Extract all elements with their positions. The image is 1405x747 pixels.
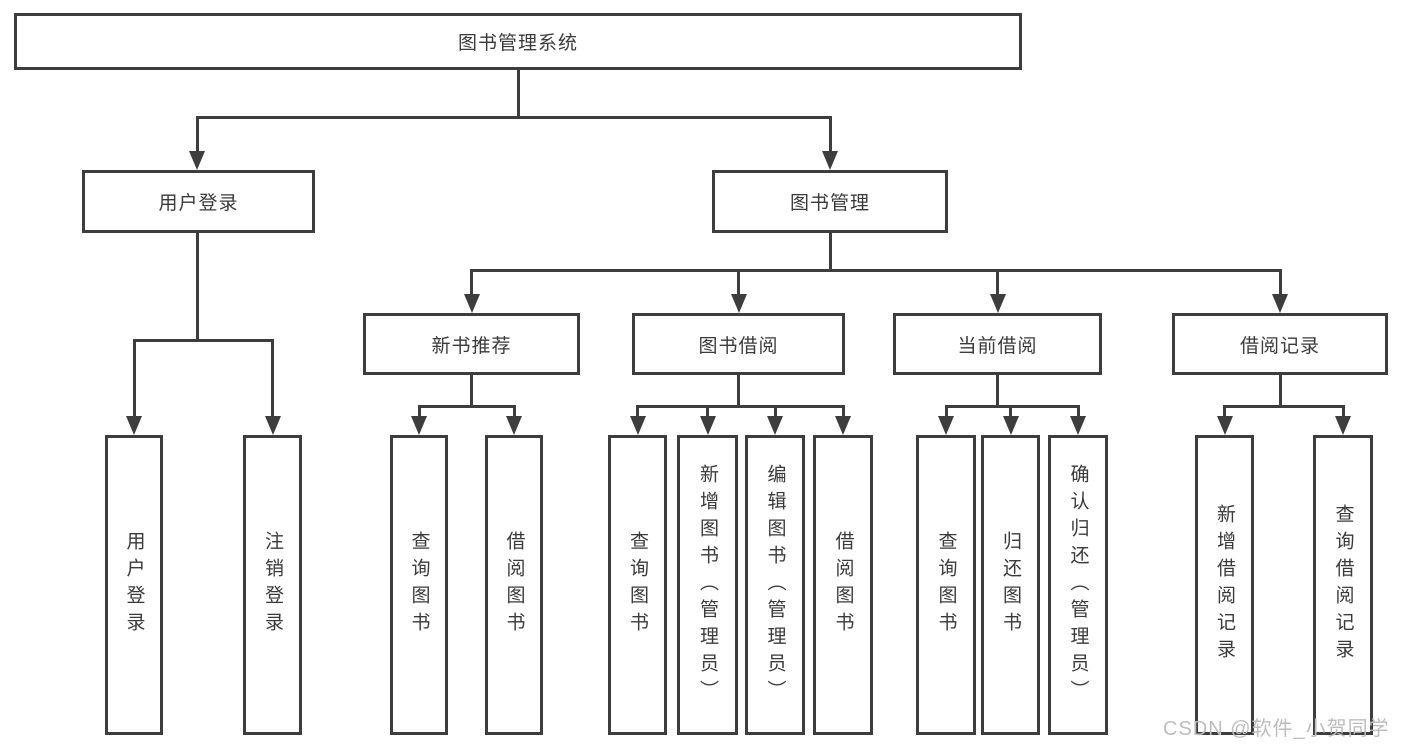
connector-line bbox=[737, 270, 740, 296]
node-root-label: 图书管理系统 bbox=[457, 33, 578, 54]
connector-line bbox=[841, 406, 845, 418]
leaf-node-borrow-books-2: 借阅图书 bbox=[813, 435, 873, 735]
node-root: 图书管理系统 bbox=[14, 13, 1022, 70]
connector-line bbox=[1341, 406, 1345, 418]
arrowhead-icon bbox=[835, 416, 851, 435]
node-new-book-recommend: 新书推荐 bbox=[363, 313, 580, 375]
node-current-borrow-label: 当前借阅 bbox=[957, 335, 1038, 357]
leaf-label: 归还图书 bbox=[1000, 531, 1021, 639]
connector-line bbox=[516, 70, 520, 118]
arrowhead-icon bbox=[1002, 416, 1019, 435]
leaf-label: 注销登录 bbox=[262, 531, 283, 639]
node-new-book-recommend-label: 新书推荐 bbox=[431, 335, 512, 357]
connector-line bbox=[1278, 270, 1282, 296]
connector-line bbox=[195, 118, 199, 152]
leaf-label: 新增图书（管理员） bbox=[697, 463, 718, 707]
connector-line bbox=[944, 406, 948, 418]
connector-line bbox=[196, 115, 832, 119]
connector-line bbox=[944, 404, 1080, 408]
node-borrow-record: 借阅记录 bbox=[1172, 313, 1388, 375]
arrowhead-icon bbox=[767, 416, 783, 435]
connector-line bbox=[417, 404, 516, 408]
leaf-label: 用户登录 bbox=[123, 531, 145, 639]
leaf-node-query-books-1: 查询图书 bbox=[390, 435, 448, 735]
leaf-node-query-books-2: 查询图书 bbox=[608, 435, 667, 735]
connector-line bbox=[470, 375, 473, 406]
leaf-node-query-borrow-record: 查询借阅记录 bbox=[1313, 435, 1373, 735]
connector-line bbox=[132, 338, 274, 342]
leaf-node-add-books-admin: 新增图书（管理员） bbox=[677, 435, 738, 735]
leaf-label: 查询图书 bbox=[408, 531, 430, 639]
arrowhead-icon bbox=[629, 416, 646, 435]
connector-line bbox=[706, 406, 709, 418]
arrowhead-icon bbox=[126, 416, 142, 435]
connector-line bbox=[470, 268, 1282, 272]
arrowhead-icon bbox=[1335, 416, 1351, 435]
csdn-watermark: CSDN @软件_小贺同学 bbox=[1163, 718, 1390, 740]
arrowhead-icon bbox=[463, 294, 480, 313]
arrowhead-icon bbox=[1070, 416, 1086, 435]
arrowhead-icon bbox=[1272, 294, 1288, 313]
connector-line bbox=[996, 375, 999, 406]
leaf-node-query-books-3: 查询图书 bbox=[916, 435, 976, 735]
arrowhead-icon bbox=[822, 151, 838, 170]
connector-line bbox=[1278, 375, 1282, 406]
node-book-management-label: 图书管理 bbox=[789, 193, 870, 214]
node-borrow-record-label: 借阅记录 bbox=[1239, 335, 1320, 357]
arrowhead-icon bbox=[506, 416, 522, 435]
leaf-node-confirm-return-admin: 确认归还（管理员） bbox=[1048, 435, 1108, 735]
node-user-login: 用户登录 bbox=[82, 170, 315, 233]
arrowhead-icon bbox=[699, 416, 716, 435]
leaf-node-return-books: 归还图书 bbox=[981, 435, 1040, 735]
connector-line bbox=[512, 406, 516, 418]
node-book-borrow: 图书借阅 bbox=[632, 313, 845, 375]
connector-line bbox=[1009, 406, 1012, 418]
arrowhead-icon bbox=[938, 416, 954, 435]
connector-line bbox=[828, 233, 832, 270]
connector-line bbox=[737, 375, 740, 406]
arrowhead-icon bbox=[264, 416, 281, 435]
connector-line bbox=[773, 406, 777, 418]
node-book-management: 图书管理 bbox=[712, 170, 948, 233]
arrowhead-icon bbox=[189, 151, 205, 170]
node-current-borrow: 当前借阅 bbox=[893, 313, 1102, 375]
arrowhead-icon bbox=[730, 294, 747, 313]
arrowhead-icon bbox=[989, 294, 1006, 313]
leaf-label: 借阅图书 bbox=[832, 531, 854, 639]
arrowhead-icon bbox=[1216, 416, 1233, 435]
connector-line bbox=[417, 406, 421, 418]
connector-line bbox=[1223, 406, 1226, 418]
connector-line bbox=[132, 340, 136, 418]
connector-line bbox=[1076, 406, 1080, 418]
leaf-node-borrow-books-1: 借阅图书 bbox=[485, 435, 543, 735]
leaf-label: 查询借阅记录 bbox=[1332, 504, 1354, 666]
leaf-label: 查询图书 bbox=[627, 531, 648, 639]
leaf-label: 新增借阅记录 bbox=[1214, 504, 1235, 666]
connector-line bbox=[996, 270, 999, 296]
connector-line bbox=[470, 270, 473, 296]
node-book-borrow-label: 图书借阅 bbox=[698, 335, 779, 357]
connector-line bbox=[636, 406, 639, 418]
connector-line bbox=[1223, 404, 1345, 408]
leaf-node-edit-books-admin: 编辑图书（管理员） bbox=[745, 435, 805, 735]
leaf-label: 借阅图书 bbox=[503, 531, 525, 639]
leaf-label: 查询图书 bbox=[935, 531, 957, 639]
connector-line bbox=[636, 404, 845, 408]
leaf-label: 编辑图书（管理员） bbox=[764, 463, 786, 707]
leaf-node-user-login: 用户登录 bbox=[105, 435, 163, 735]
leaf-node-logout: 注销登录 bbox=[243, 435, 302, 735]
node-user-login-label: 用户登录 bbox=[158, 193, 239, 214]
arrowhead-icon bbox=[411, 416, 427, 435]
leaf-label: 确认归还（管理员） bbox=[1067, 463, 1089, 707]
connector-line bbox=[828, 118, 832, 152]
leaf-node-add-borrow-record: 新增借阅记录 bbox=[1195, 435, 1254, 735]
connector-line bbox=[195, 233, 199, 340]
connector-line bbox=[271, 340, 274, 418]
